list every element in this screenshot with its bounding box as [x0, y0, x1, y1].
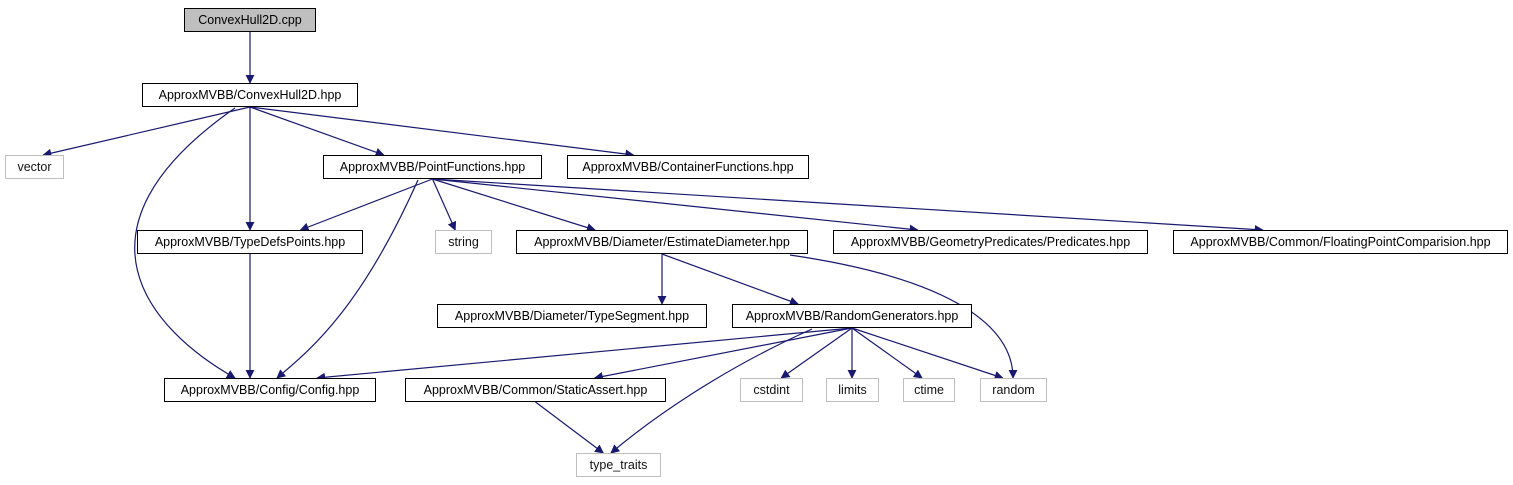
node-convexhull2d-cpp: ConvexHull2D.cpp — [184, 8, 316, 32]
edge-randomgenerators-hpp-to-cstdint — [780, 327, 853, 379]
edge-convexhull2d-hpp-to-vector — [42, 106, 251, 158]
edge-convexhull2d-hpp-to-config-hpp — [134, 107, 236, 379]
edge-pointfunctions-hpp-to-floatingpointcomparision-hpp — [432, 178, 1264, 234]
edge-pointfunctions-hpp-to-config-hpp — [276, 179, 419, 379]
edge-convexhull2d-hpp-to-pointfunctions-hpp — [249, 106, 385, 157]
edge-randomgenerators-hpp-to-config-hpp — [316, 327, 853, 382]
edge-randomgenerators-hpp-to-random — [851, 327, 1004, 380]
node-estimatediameter-hpp[interactable]: ApproxMVBB/Diameter/EstimateDiameter.hpp — [516, 230, 808, 254]
edge-randomgenerators-hpp-to-type-traits — [610, 328, 813, 454]
node-pointfunctions-hpp[interactable]: ApproxMVBB/PointFunctions.hpp — [323, 155, 542, 179]
edge-pointfunctions-hpp-to-predicates-hpp — [432, 178, 919, 234]
node-predicates-hpp[interactable]: ApproxMVBB/GeometryPredicates/Predicates… — [833, 230, 1148, 254]
node-type-traits: type_traits — [576, 453, 661, 477]
node-typesegment-hpp[interactable]: ApproxMVBB/Diameter/TypeSegment.hpp — [437, 304, 707, 328]
node-random: random — [980, 378, 1047, 402]
node-staticassert-hpp[interactable]: ApproxMVBB/Common/StaticAssert.hpp — [405, 378, 666, 402]
node-convexhull2d-hpp[interactable]: ApproxMVBB/ConvexHull2D.hpp — [142, 83, 358, 107]
edge-pointfunctions-hpp-to-string — [431, 178, 457, 231]
edge-staticassert-hpp-to-type-traits — [535, 401, 604, 454]
edge-pointfunctions-hpp-to-typedefspoints-hpp — [299, 178, 433, 232]
node-config-hpp[interactable]: ApproxMVBB/Config/Config.hpp — [164, 378, 376, 402]
node-ctime: ctime — [903, 378, 955, 402]
node-vector: vector — [5, 155, 64, 179]
edge-pointfunctions-hpp-to-estimatediameter-hpp — [432, 178, 596, 232]
node-limits: limits — [826, 378, 879, 402]
node-string: string — [435, 230, 492, 254]
node-floatingpointcomparision-hpp[interactable]: ApproxMVBB/Common/FloatingPointComparisi… — [1173, 230, 1508, 254]
edge-randomgenerators-hpp-to-ctime — [851, 327, 923, 379]
edge-randomgenerators-hpp-to-staticassert-hpp — [593, 327, 853, 381]
node-containerfunctions-hpp[interactable]: ApproxMVBB/ContainerFunctions.hpp — [567, 155, 809, 179]
node-typedefspoints-hpp[interactable]: ApproxMVBB/TypeDefsPoints.hpp — [137, 230, 363, 254]
node-randomgenerators-hpp[interactable]: ApproxMVBB/RandomGenerators.hpp — [732, 304, 972, 328]
edge-convexhull2d-hpp-to-containerfunctions-hpp — [249, 106, 635, 159]
edge-estimatediameter-hpp-to-randomgenerators-hpp — [661, 253, 799, 306]
node-cstdint: cstdint — [740, 378, 803, 402]
